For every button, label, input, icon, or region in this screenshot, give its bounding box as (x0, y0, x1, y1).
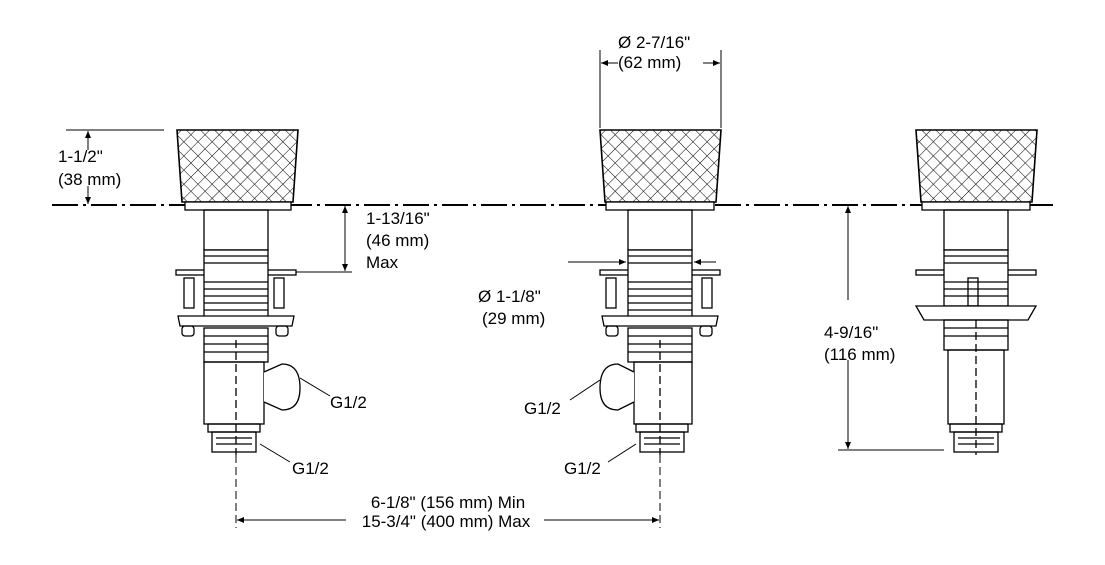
knob-height-label: 1-1/2" (58, 147, 103, 166)
knob-left (176, 129, 299, 203)
knob-right (915, 129, 1038, 203)
outlet-left-bottom-label: G1/2 (292, 459, 329, 478)
spacing-min-label: 6-1/8" (156 mm) Min (371, 493, 525, 512)
hole-diameter-label: Ø 1-1/8" (478, 287, 541, 306)
hole-diameter-mm-label: (29 mm) (482, 309, 545, 328)
shank-length-mm-label: (116 mm) (824, 345, 895, 364)
deck-thickness-mm-label: (46 mm) (366, 231, 429, 250)
valve-left (175, 129, 301, 455)
threads-center (627, 249, 693, 319)
spacing-max-label: 15-3/4" (400 mm) Max (362, 512, 531, 531)
outlet-center-side-label: G1/2 (524, 399, 561, 418)
shank-length-label: 4-9/16" (824, 323, 878, 342)
valve-right (914, 129, 1038, 455)
outlet-left-side-label: G1/2 (330, 393, 367, 412)
outlet-center-bottom-label: G1/2 (564, 459, 601, 478)
knob-height-mm-label: (38 mm) (58, 170, 121, 189)
knob-diameter-label: Ø 2-7/16" (618, 33, 690, 52)
knob-diameter-mm-label: (62 mm) (618, 53, 681, 72)
knob-center (599, 129, 722, 203)
threads-left (203, 249, 269, 319)
deck-thickness-label: 1-13/16" (366, 209, 430, 228)
deck-thickness-max-label: Max (366, 253, 399, 272)
valve-center (599, 129, 722, 455)
dimension-lines (66, 50, 944, 528)
